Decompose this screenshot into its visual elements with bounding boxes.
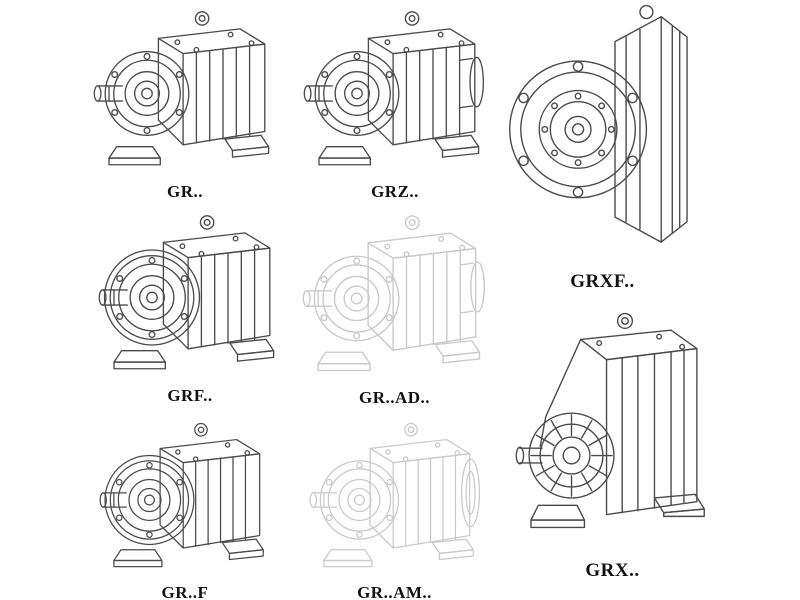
gearbox-drawing-gr (90, 8, 280, 179)
product-cell-grx: GRX.. (500, 308, 725, 580)
product-cell-grz: GRZ.. (295, 8, 495, 200)
product-label-gr-ad: GR..AD.. (358, 388, 431, 407)
product-cell-grf: GRF.. (90, 212, 290, 404)
product-label-grxf: GRXF.. (570, 271, 635, 292)
gearbox-drawing-gr-am (306, 420, 484, 580)
product-label-grf: GRF.. (167, 386, 213, 405)
product-label-gr-am: GR..AM.. (357, 583, 432, 600)
product-label-grx: GRX.. (585, 560, 640, 581)
product-cell-gr-ad: GR..AD.. (292, 212, 497, 406)
product-cell-gr-f: GR..F (85, 420, 285, 600)
gearbox-drawing-gr-f (96, 420, 274, 580)
product-label-gr: GR.. (167, 182, 203, 201)
gearbox-drawing-grz (300, 8, 490, 179)
gearbox-drawing-grxf (506, 0, 700, 268)
product-cell-grxf: GRXF.. (500, 0, 705, 291)
gearbox-drawing-gr-ad (299, 212, 491, 385)
product-cell-gr: GR.. (85, 8, 285, 200)
gearbox-drawing-grx (507, 308, 719, 557)
product-label-gr-f: GR..F (161, 583, 209, 600)
product-label-grz: GRZ.. (371, 182, 419, 201)
product-cell-gr-am: GR..AM.. (292, 420, 497, 600)
gearbox-drawing-grf (95, 212, 285, 383)
